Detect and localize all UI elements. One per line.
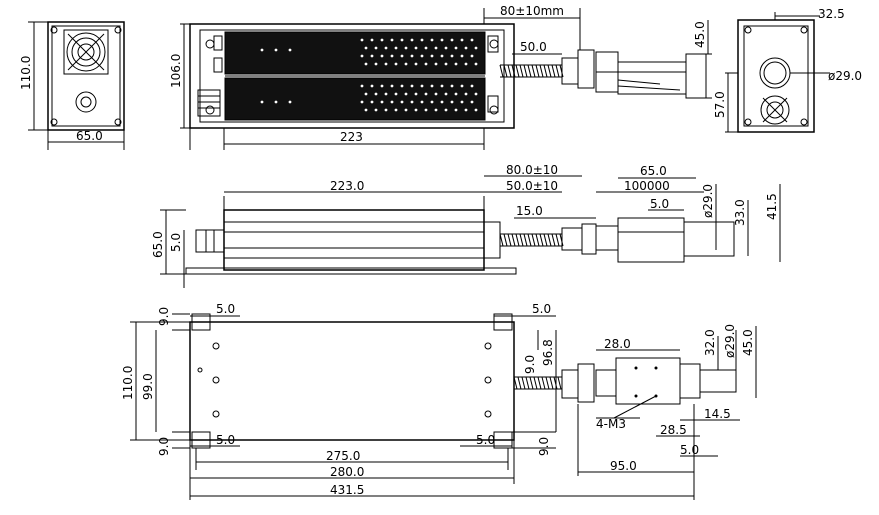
dim-bot-5-tr: 5.0 <box>532 302 551 316</box>
dim-bot-32: 32.0 <box>703 329 717 356</box>
dim-side-5: 5.0 <box>650 197 669 211</box>
spring-cable-plan <box>513 376 562 390</box>
dim-top-left-height: 110.0 <box>19 56 33 90</box>
dim-top-head-h: 45.0 <box>693 21 707 48</box>
scan-head-side <box>595 217 735 263</box>
dim-side-height: 65.0 <box>151 231 165 258</box>
dim-bot-9-tl: 9.0 <box>157 307 171 326</box>
dim-side-bore: ø29.0 <box>701 184 715 218</box>
connector-gland <box>197 89 221 117</box>
dim-top-length: 223 <box>340 130 363 144</box>
top-left-end-view: 110.0 65.0 <box>19 21 125 150</box>
dim-bot-5-bl: 5.0 <box>216 433 235 447</box>
dim-bot-bore: ø29.0 <box>723 324 737 358</box>
heatsink-upper <box>224 31 486 75</box>
connector-icon <box>75 91 97 113</box>
top-right-end-view: 32.5 ø29.0 57.0 <box>713 7 862 133</box>
dim-top-cable-total: 80±10mm <box>500 4 564 18</box>
fan-icon <box>63 29 109 75</box>
dim-bot-968: 96.8 <box>541 339 555 366</box>
dim-side-33: 33.0 <box>733 199 747 226</box>
dim-bot-285: 28.5 <box>660 423 687 437</box>
dim-right-offset: 32.5 <box>818 7 845 21</box>
dim-bot-95: 95.0 <box>610 459 637 473</box>
dim-bot-9-r: 9.0 <box>523 355 537 374</box>
dim-bot-5-tl: 5.0 <box>216 302 235 316</box>
dim-bot-275: 275.0 <box>326 449 360 463</box>
dim-bot-280: 280.0 <box>330 465 364 479</box>
dim-top-left-width: 65.0 <box>76 129 103 143</box>
base-plate <box>185 267 517 275</box>
dim-side-15: 15.0 <box>516 204 543 218</box>
fan-icon-right <box>760 95 790 125</box>
dim-top-cable-len: 50.0 <box>520 40 547 54</box>
dim-side-overlap: 100000 <box>624 179 670 193</box>
dim-side-415: 41.5 <box>765 193 779 220</box>
dim-bot-9-br: 9.0 <box>537 437 551 456</box>
heatsink-pins <box>260 38 478 112</box>
side-view: 223.0 80.0±10 50.0±10 65.0 100000 15.0 5… <box>151 163 781 288</box>
dim-side-cable-total: 80.0±10 <box>506 163 558 177</box>
dim-bot-4315: 431.5 <box>330 483 364 497</box>
dim-bot-145: 14.5 <box>704 407 731 421</box>
dim-right-bore: ø29.0 <box>828 69 862 83</box>
dim-side-head-w: 65.0 <box>640 164 667 178</box>
dim-side-cable-len: 50.0±10 <box>506 179 558 193</box>
scan-head <box>595 51 707 99</box>
dim-bot-5-br: 5.0 <box>476 433 495 447</box>
dim-side-base: 5.0 <box>169 233 183 252</box>
scan-head-plan <box>595 357 737 405</box>
dim-top-body-height: 106.0 <box>169 54 183 88</box>
plan-view: 9.0 5.0 5.0 110.0 99.0 9.0 5.0 275.0 5.0… <box>121 302 757 500</box>
dim-bot-110: 110.0 <box>121 366 135 400</box>
dim-bot-9-bl: 9.0 <box>157 437 171 456</box>
dim-bot-99: 99.0 <box>141 373 155 400</box>
heatsink-lower <box>224 77 486 121</box>
spring-cable-side <box>499 233 564 247</box>
dim-bot-5: 5.0 <box>680 443 699 457</box>
dim-bot-m3: 4-M3 <box>596 417 626 431</box>
dim-bot-28: 28.0 <box>604 337 631 351</box>
dim-bot-45: 45.0 <box>741 329 755 356</box>
dim-right-height: 57.0 <box>713 91 727 118</box>
dim-side-length: 223.0 <box>330 179 364 193</box>
top-main-view: 223 106.0 80±10mm 50.0 45.0 <box>169 4 712 150</box>
spring-cable <box>499 64 564 78</box>
